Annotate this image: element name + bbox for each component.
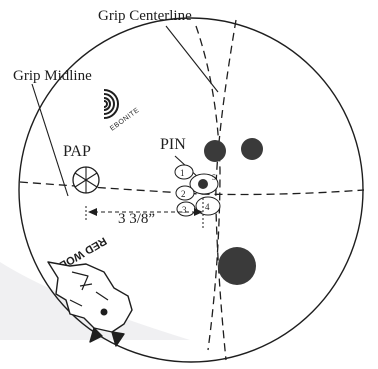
grip-centerline-label: Grip Centerline xyxy=(98,8,192,24)
pap-label: PAP xyxy=(63,143,91,160)
paper-shading xyxy=(0,262,190,340)
finger-hole-left xyxy=(204,140,226,162)
horizontal-axis-line xyxy=(19,181,365,196)
ebonite-swirl-icon xyxy=(103,89,119,119)
pin-ring-number-2: 2 xyxy=(181,189,186,199)
pin-ring-cluster: 1 2 3 4 5 xyxy=(174,164,221,217)
grip-midline-label: Grip Midline xyxy=(13,68,92,84)
ebonite-logo: EBONITE xyxy=(103,89,141,133)
pin-dot xyxy=(198,179,208,189)
grip-midline-leader xyxy=(31,83,69,197)
thumb-hole xyxy=(218,247,256,285)
pin-ring-number-1: 1 xyxy=(180,168,185,178)
wolf-head-icon xyxy=(47,261,133,347)
pap-pin-dimension xyxy=(85,198,204,230)
pin-label: PIN xyxy=(160,136,186,153)
distance-label: 3 3/8” xyxy=(118,211,155,227)
pin-ring-number-5: 5 xyxy=(212,173,216,182)
ebonite-logo-text: EBONITE xyxy=(109,107,141,133)
grip-midline-line xyxy=(215,19,237,361)
pap-marker xyxy=(72,166,100,194)
pin-ring-number-3: 3 xyxy=(182,205,187,215)
finger-hole-right xyxy=(241,138,263,160)
grip-centerline-leader xyxy=(165,25,219,93)
grip-centerline-line xyxy=(195,25,221,351)
pin-ring-number-4: 4 xyxy=(205,202,210,212)
